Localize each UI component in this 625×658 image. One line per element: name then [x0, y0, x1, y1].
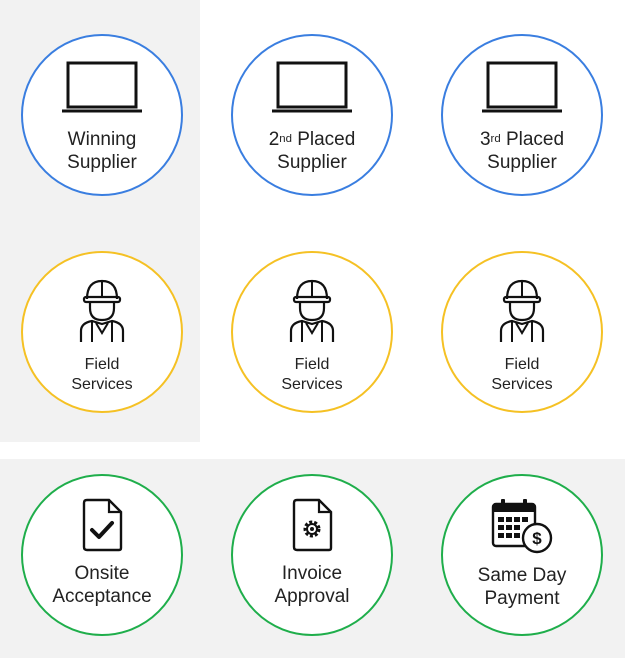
third-placed-supplier-line2: Supplier: [487, 152, 557, 174]
laptop-icon: [482, 61, 562, 113]
field-services-label-2: Field Services: [233, 355, 391, 394]
onsite-acceptance-label: Onsite Acceptance: [23, 562, 181, 608]
winning-supplier-line1: Winning: [67, 129, 137, 150]
field-services-node-3: Field Services: [441, 251, 603, 413]
same-day-payment-line2: Payment: [484, 588, 560, 610]
third-placed-supplier-line1: 3rd Placed: [479, 129, 565, 150]
worker-icon: [499, 279, 545, 342]
onsite-acceptance-line1: Onsite: [74, 563, 130, 584]
invoice-approval-line2: Approval: [274, 586, 350, 608]
worker-icon: [79, 279, 125, 342]
winning-supplier-label: Winning Supplier: [23, 128, 181, 174]
second-placed-supplier-line2: Supplier: [277, 152, 347, 174]
invoice-approval-label: Invoice Approval: [233, 562, 391, 608]
field-services-label-3: Field Services: [443, 355, 601, 394]
field-services-line1-3: Field: [504, 356, 540, 373]
field-services-node-2: Field Services: [231, 251, 393, 413]
third-placed-supplier-node: 3rd Placed Supplier: [441, 34, 603, 196]
invoice-approval-line1: Invoice: [281, 563, 343, 584]
field-services-line1-2: Field: [294, 356, 330, 373]
invoice-approval-node: Invoice Approval: [231, 474, 393, 636]
winning-supplier-node: Winning Supplier: [21, 34, 183, 196]
document-check-icon: [82, 498, 123, 552]
field-services-label-1: Field Services: [23, 355, 181, 394]
onsite-acceptance-line2: Acceptance: [52, 586, 152, 608]
laptop-icon: [272, 61, 352, 113]
laptop-icon: [62, 61, 142, 113]
document-gear-icon: [292, 498, 333, 552]
same-day-payment-label: Same Day Payment: [443, 564, 601, 610]
third-placed-supplier-label: 3rd Placed Supplier: [443, 128, 601, 174]
second-placed-supplier-line1: 2nd Placed: [268, 129, 356, 150]
same-day-payment-node: $ Same Day Payment: [441, 474, 603, 636]
svg-text:$: $: [532, 529, 542, 548]
onsite-acceptance-node: Onsite Acceptance: [21, 474, 183, 636]
second-placed-supplier-node: 2nd Placed Supplier: [231, 34, 393, 196]
field-services-line2-1: Services: [71, 375, 133, 393]
field-services-line2-3: Services: [491, 375, 553, 393]
winning-supplier-line2: Supplier: [67, 152, 137, 174]
same-day-payment-line1: Same Day: [477, 565, 567, 586]
calendar-dollar-icon: $: [491, 499, 553, 554]
worker-icon: [289, 279, 335, 342]
field-services-line2-2: Services: [281, 375, 343, 393]
field-services-line1-1: Field: [84, 356, 120, 373]
second-placed-supplier-label: 2nd Placed Supplier: [233, 128, 391, 174]
field-services-node-1: Field Services: [21, 251, 183, 413]
